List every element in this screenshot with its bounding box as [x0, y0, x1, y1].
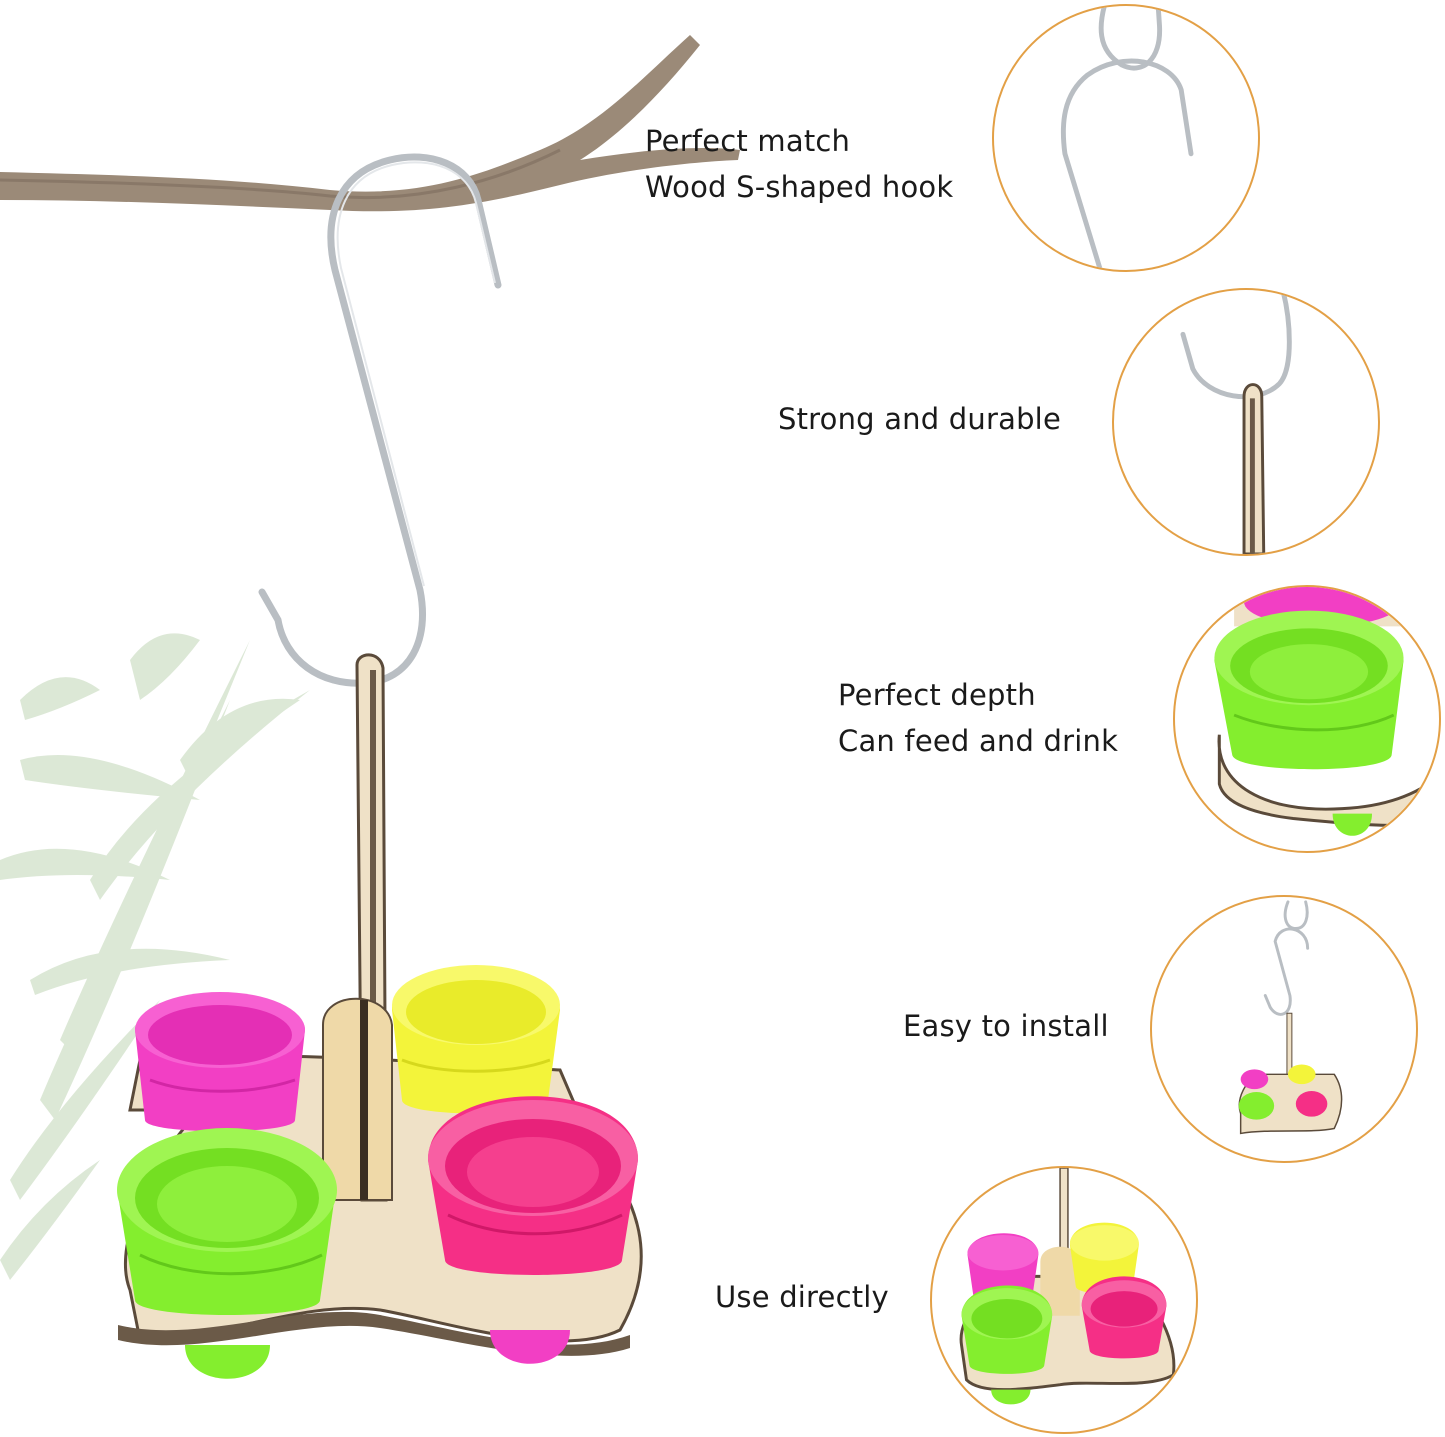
tree-branch: [0, 35, 740, 212]
feature-3-line-2: Can feed and drink: [838, 724, 1119, 758]
detail-circle-depth: [1173, 585, 1441, 853]
feature-1-line-2: Wood S-shaped hook: [645, 170, 954, 204]
feature-2-line-1: Strong and durable: [778, 402, 1061, 436]
detail-circle-use: [930, 1166, 1198, 1434]
cup-pink: [135, 992, 305, 1132]
feature-4-line-1: Easy to install: [903, 1009, 1109, 1043]
s-hook-highlight: [336, 161, 496, 587]
feature-caption-2: Strong and durable: [778, 396, 1061, 442]
feature-caption-1: Perfect match Wood S-shaped hook: [645, 118, 953, 210]
cup-yellow: [392, 965, 560, 1114]
feature-caption-3: Perfect depth Can feed and drink: [838, 672, 1118, 764]
bamboo-leaves: [0, 633, 310, 1280]
detail-circle-install: [1150, 895, 1418, 1163]
feature-caption-4: Easy to install: [903, 1003, 1109, 1049]
feature-3-line-1: Perfect depth: [838, 678, 1036, 712]
detail-circle-hook: [992, 4, 1260, 272]
feature-1-line-1: Perfect match: [645, 124, 851, 158]
detail-circle-durable: [1112, 288, 1380, 556]
cup-red: [428, 1096, 638, 1364]
s-hook: [258, 153, 502, 687]
feature-5-line-1: Use directly: [715, 1280, 889, 1314]
feature-caption-5: Use directly: [715, 1274, 889, 1320]
cup-green: [117, 1128, 337, 1379]
